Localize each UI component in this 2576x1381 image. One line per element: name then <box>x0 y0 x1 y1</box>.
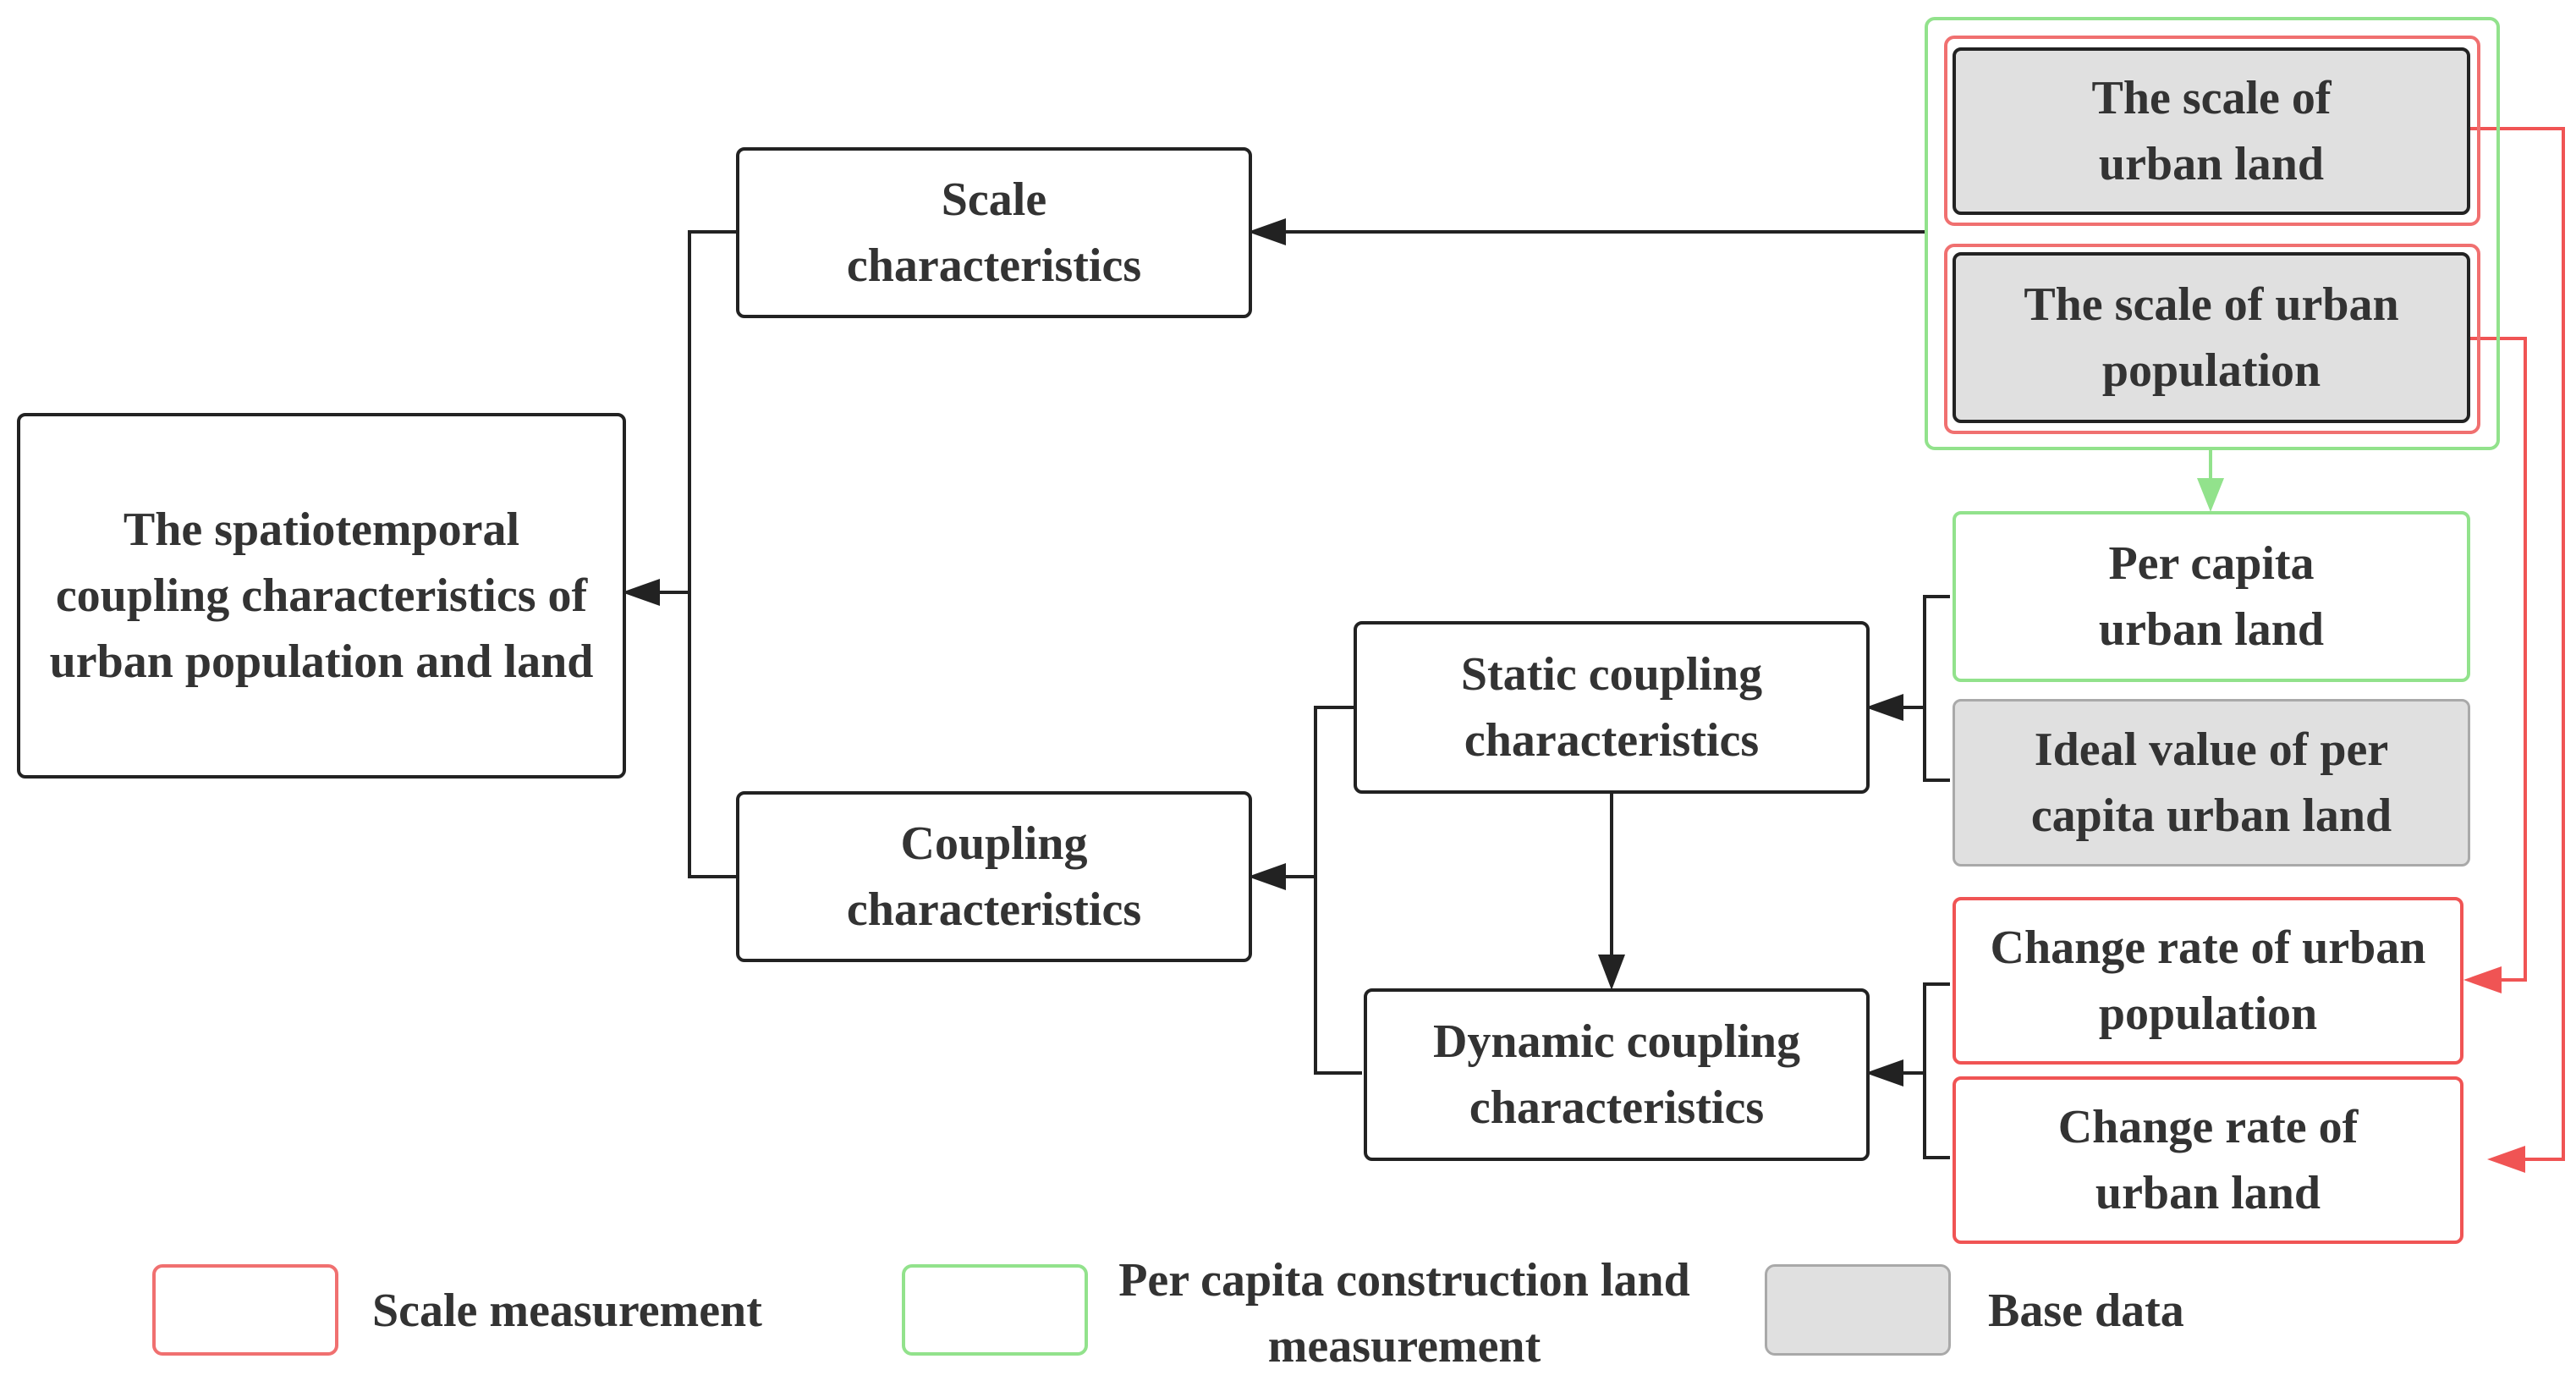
node-coupling-characteristics: Coupling characteristics <box>736 791 1252 962</box>
node-root: The spatiotemporal coupling characterist… <box>17 413 626 779</box>
connector-coupling-bracket <box>1314 706 1362 1075</box>
group-scale-land-outline <box>1944 36 2480 226</box>
connector-scale-bracket <box>688 230 736 878</box>
node-scale-urban-population-label: The scale of urban population <box>2024 278 2399 397</box>
arrow-green <box>2197 478 2224 512</box>
arrow-to-dynamic-down <box>1598 955 1625 990</box>
node-scale-urban-land-label: The scale of urban land <box>2091 72 2332 190</box>
node-change-rate-population: Change rate of urban population <box>1953 897 2463 1065</box>
legend-label-scale: Scale measurement <box>372 1285 762 1337</box>
legend-swatch-scale <box>152 1264 338 1356</box>
node-static-coupling-label: Static coupling characteristics <box>1460 648 1763 767</box>
node-ideal-per-capita: Ideal value of per capita urban land <box>1953 699 2470 867</box>
node-scale-urban-land: The scale of urban land <box>1953 47 2470 215</box>
node-root-label: The spatiotemporal coupling characterist… <box>49 503 594 688</box>
arrow-to-dynamic <box>1865 1059 1903 1087</box>
arrow-to-scale <box>1248 218 1286 245</box>
connector-red-land <box>2466 127 2565 1161</box>
connector-static-bracket <box>1923 595 1950 782</box>
node-change-rate-population-label: Change rate of urban population <box>1990 922 2426 1040</box>
connector-red-population <box>2466 337 2527 982</box>
legend-swatch-per-capita <box>902 1264 1088 1356</box>
legend-label-base: Base data <box>1988 1285 2184 1337</box>
arrow-to-root <box>622 579 660 606</box>
node-per-capita-urban-land-label: Per capita urban land <box>2098 537 2325 656</box>
group-per-capita-outline <box>1925 17 2500 450</box>
arrow-to-coupling <box>1248 863 1286 890</box>
node-per-capita-urban-land: Per capita urban land <box>1953 511 2470 682</box>
node-dynamic-coupling: Dynamic coupling characteristics <box>1364 988 1870 1161</box>
legend-label-per-capita: Per capita construction land measurement <box>1118 1254 1690 1373</box>
group-scale-population-outline <box>1944 244 2480 434</box>
node-static-coupling: Static coupling characteristics <box>1354 621 1870 794</box>
node-scale-urban-population: The scale of urban population <box>1953 252 2470 423</box>
node-scale-characteristics-label: Scale characteristics <box>846 173 1142 292</box>
arrow-to-static <box>1865 694 1903 721</box>
arrow-red-land <box>2487 1146 2525 1173</box>
node-change-rate-land: Change rate of urban land <box>1953 1076 2463 1244</box>
arrow-red-population <box>2463 966 2502 993</box>
node-coupling-characteristics-label: Coupling characteristics <box>846 817 1142 936</box>
node-ideal-per-capita-label: Ideal value of per capita urban land <box>2030 724 2392 842</box>
legend-swatch-base <box>1765 1264 1951 1356</box>
node-dynamic-coupling-label: Dynamic coupling characteristics <box>1432 1015 1801 1134</box>
node-change-rate-land-label: Change rate of urban land <box>2057 1101 2359 1219</box>
node-scale-characteristics: Scale characteristics <box>736 147 1252 318</box>
connector-dynamic-bracket <box>1923 982 1950 1159</box>
